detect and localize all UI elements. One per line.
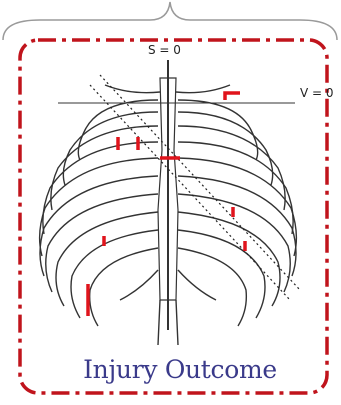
caption-injury-outcome: Injury Outcome <box>52 352 308 388</box>
injury-marks <box>88 93 245 316</box>
top-brace <box>3 2 337 40</box>
rib-cage-illustration <box>40 60 297 345</box>
s-zero-label: S = 0 <box>148 43 181 57</box>
v-zero-label: V = 0 <box>300 86 334 100</box>
outcome-frame <box>20 40 327 393</box>
